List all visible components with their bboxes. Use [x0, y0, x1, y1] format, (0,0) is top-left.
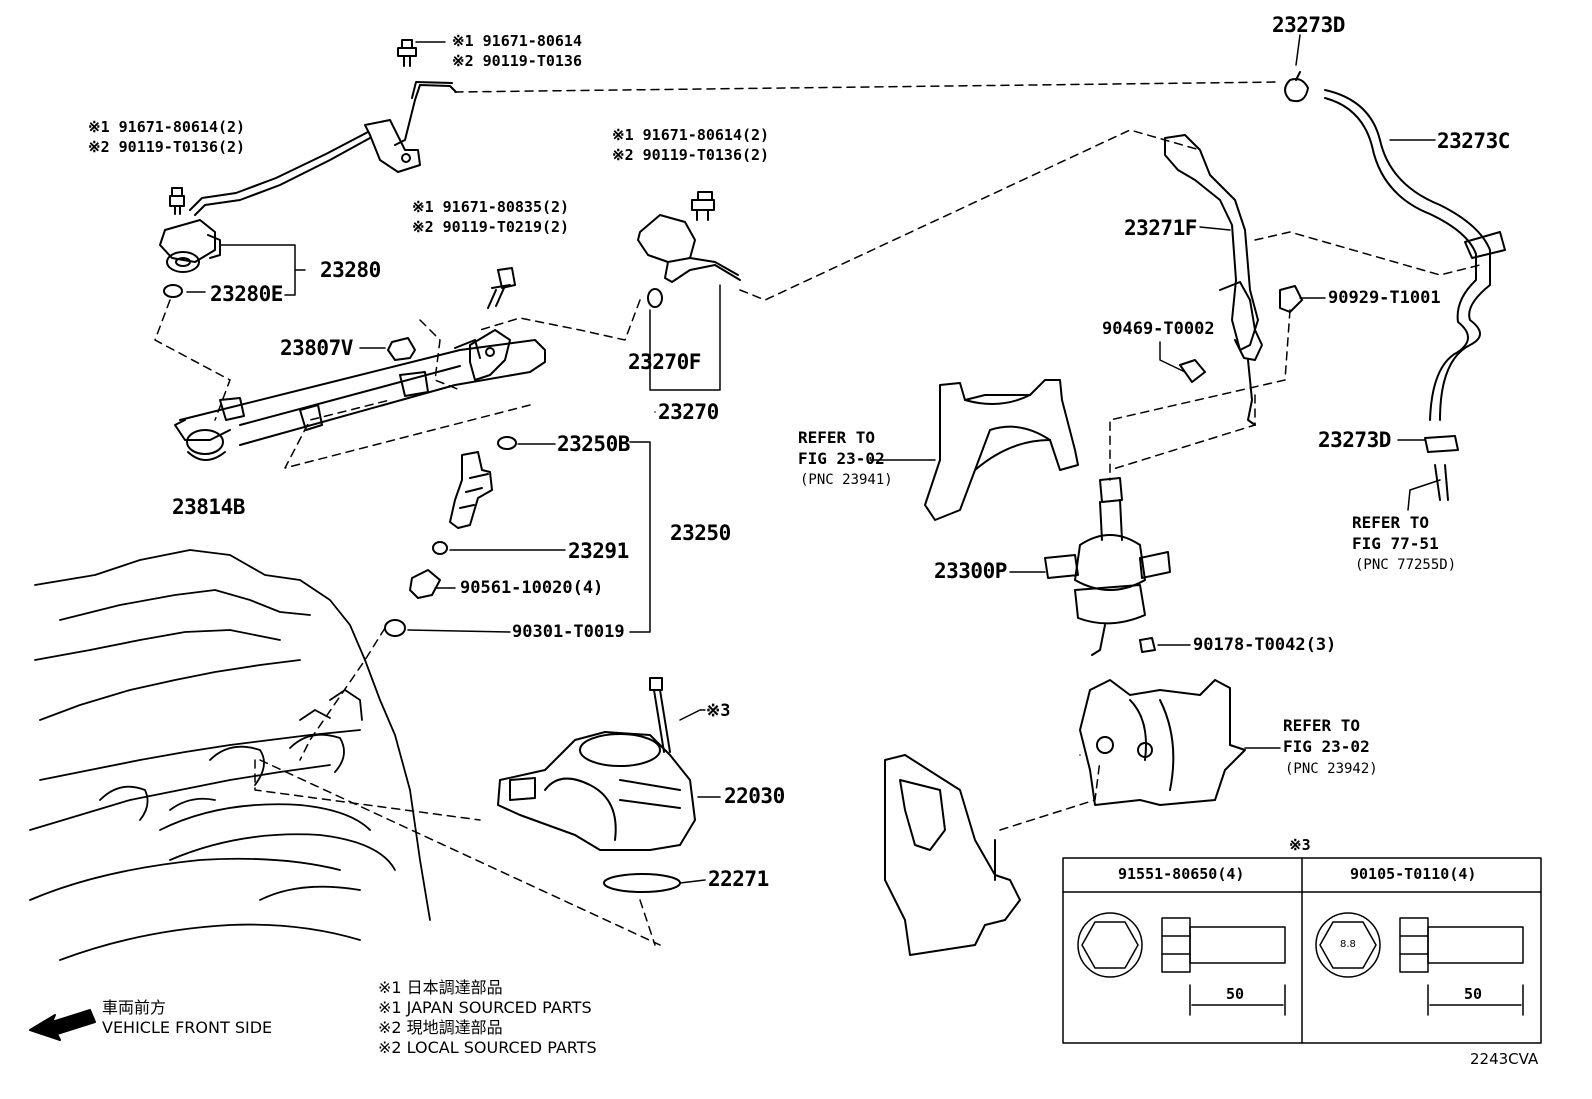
refer-1-line-1: REFER TO — [798, 428, 876, 447]
legend-line-1: ※1 日本調達部品 — [378, 978, 503, 997]
alt-label-left-bolt-1: ※1 91671-80614(2) — [88, 118, 246, 136]
legend-line-4: ※2 LOCAL SOURCED PARTS — [378, 1038, 597, 1057]
bolt-table-col2[interactable]: 90105-T0110(4) — [1350, 865, 1477, 883]
refer-2-line-3: (PNC 77255D) — [1355, 557, 1457, 573]
legend-line-2: ※1 JAPAN SOURCED PARTS — [378, 998, 592, 1017]
part-label-90561[interactable]: 90561-10020(4) — [460, 578, 604, 598]
dashed-leaders — [154, 81, 1481, 946]
diagram-code: 2243CVA — [1470, 1050, 1539, 1068]
part-label-23280E[interactable]: 23280E — [210, 282, 283, 306]
part-label-23271F[interactable]: 23271F — [1124, 216, 1197, 240]
front-label-en: VEHICLE FRONT SIDE — [102, 1018, 273, 1037]
part-label-23270F[interactable]: 23270F — [628, 350, 701, 374]
part-label-23807V[interactable]: 23807V — [280, 336, 353, 360]
part-label-23250[interactable]: 23250 — [670, 521, 731, 545]
engine-outline — [29, 549, 431, 961]
refer-3-line-3: (PNC 23942) — [1285, 761, 1378, 777]
part-label-23300P[interactable]: 23300P — [934, 559, 1007, 583]
note-mark-3-throttle: ※3 — [706, 701, 731, 721]
part-label-23814B[interactable]: 23814B — [172, 495, 245, 519]
alt-label-sensor-bolt-1: ※1 91671-80614(2) — [612, 126, 770, 144]
alt-label-top-bolt-1: ※1 91671-80614 — [452, 32, 582, 50]
bolt-table — [1062, 857, 1542, 1044]
alt-label-left-bolt-2: ※2 90119-T0136(2) — [88, 138, 246, 156]
bolt-1-length: 50 — [1226, 985, 1245, 1003]
part-label-23291[interactable]: 23291 — [568, 539, 629, 563]
bolt-table-mark: ※3 — [1289, 836, 1311, 854]
heat-protector-lower — [1079, 679, 1246, 806]
bolt-table-col1[interactable]: 91551-80650(4) — [1118, 865, 1245, 883]
bolt-grade-mark: 8.8 — [1340, 939, 1356, 950]
part-label-23273D-right[interactable]: 23273D — [1318, 428, 1391, 452]
fuel-pressure-sensor — [637, 191, 741, 391]
part-label-23270[interactable]: 23270 — [658, 400, 719, 424]
fuel-injector — [384, 436, 651, 637]
refer-1-line-2[interactable]: FIG 23-02 — [798, 449, 885, 468]
bolt-2-length: 50 — [1464, 985, 1483, 1003]
part-label-90469[interactable]: 90469-T0002 — [1102, 319, 1215, 339]
part-label-90178[interactable]: 90178-T0042(3) — [1193, 635, 1337, 655]
mount-bracket — [884, 754, 1021, 956]
refer-3-line-2[interactable]: FIG 23-02 — [1283, 737, 1370, 756]
refer-2-line-1: REFER TO — [1352, 513, 1430, 532]
part-label-22030[interactable]: 22030 — [724, 784, 785, 808]
fuel-pipe-assy — [159, 39, 457, 298]
throttle-body — [497, 677, 706, 893]
fuel-delivery-pipe — [174, 267, 546, 461]
refer-2-line-2[interactable]: FIG 77-51 — [1352, 534, 1439, 553]
part-label-90929[interactable]: 90929-T1001 — [1328, 288, 1441, 308]
heat-protector-upper — [924, 379, 1079, 521]
alt-label-top-bolt-2: ※2 90119-T0136 — [452, 52, 582, 70]
front-arrow — [29, 1009, 96, 1041]
part-leaders — [186, 34, 1441, 884]
fuel-hose-assy — [1164, 71, 1506, 501]
part-label-22271[interactable]: 22271 — [708, 867, 769, 891]
part-label-23280[interactable]: 23280 — [320, 258, 381, 282]
front-label-jp: 車両前方 — [102, 998, 167, 1017]
part-label-90301[interactable]: 90301-T0019 — [512, 622, 625, 642]
part-label-23250B[interactable]: 23250B — [557, 432, 630, 456]
fuel-pump — [1044, 477, 1171, 656]
alt-label-mid-bolt-1: ※1 91671-80835(2) — [412, 198, 570, 216]
part-label-23273C[interactable]: 23273C — [1437, 129, 1510, 153]
refer-3-line-1: REFER TO — [1283, 716, 1361, 735]
part-label-23273D-top[interactable]: 23273D — [1272, 13, 1345, 37]
alt-label-sensor-bolt-2: ※2 90119-T0136(2) — [612, 146, 770, 164]
alt-label-mid-bolt-2: ※2 90119-T0219(2) — [412, 218, 570, 236]
legend-line-3: ※2 現地調達部品 — [378, 1018, 503, 1037]
refer-1-line-3: (PNC 23941) — [800, 472, 893, 488]
